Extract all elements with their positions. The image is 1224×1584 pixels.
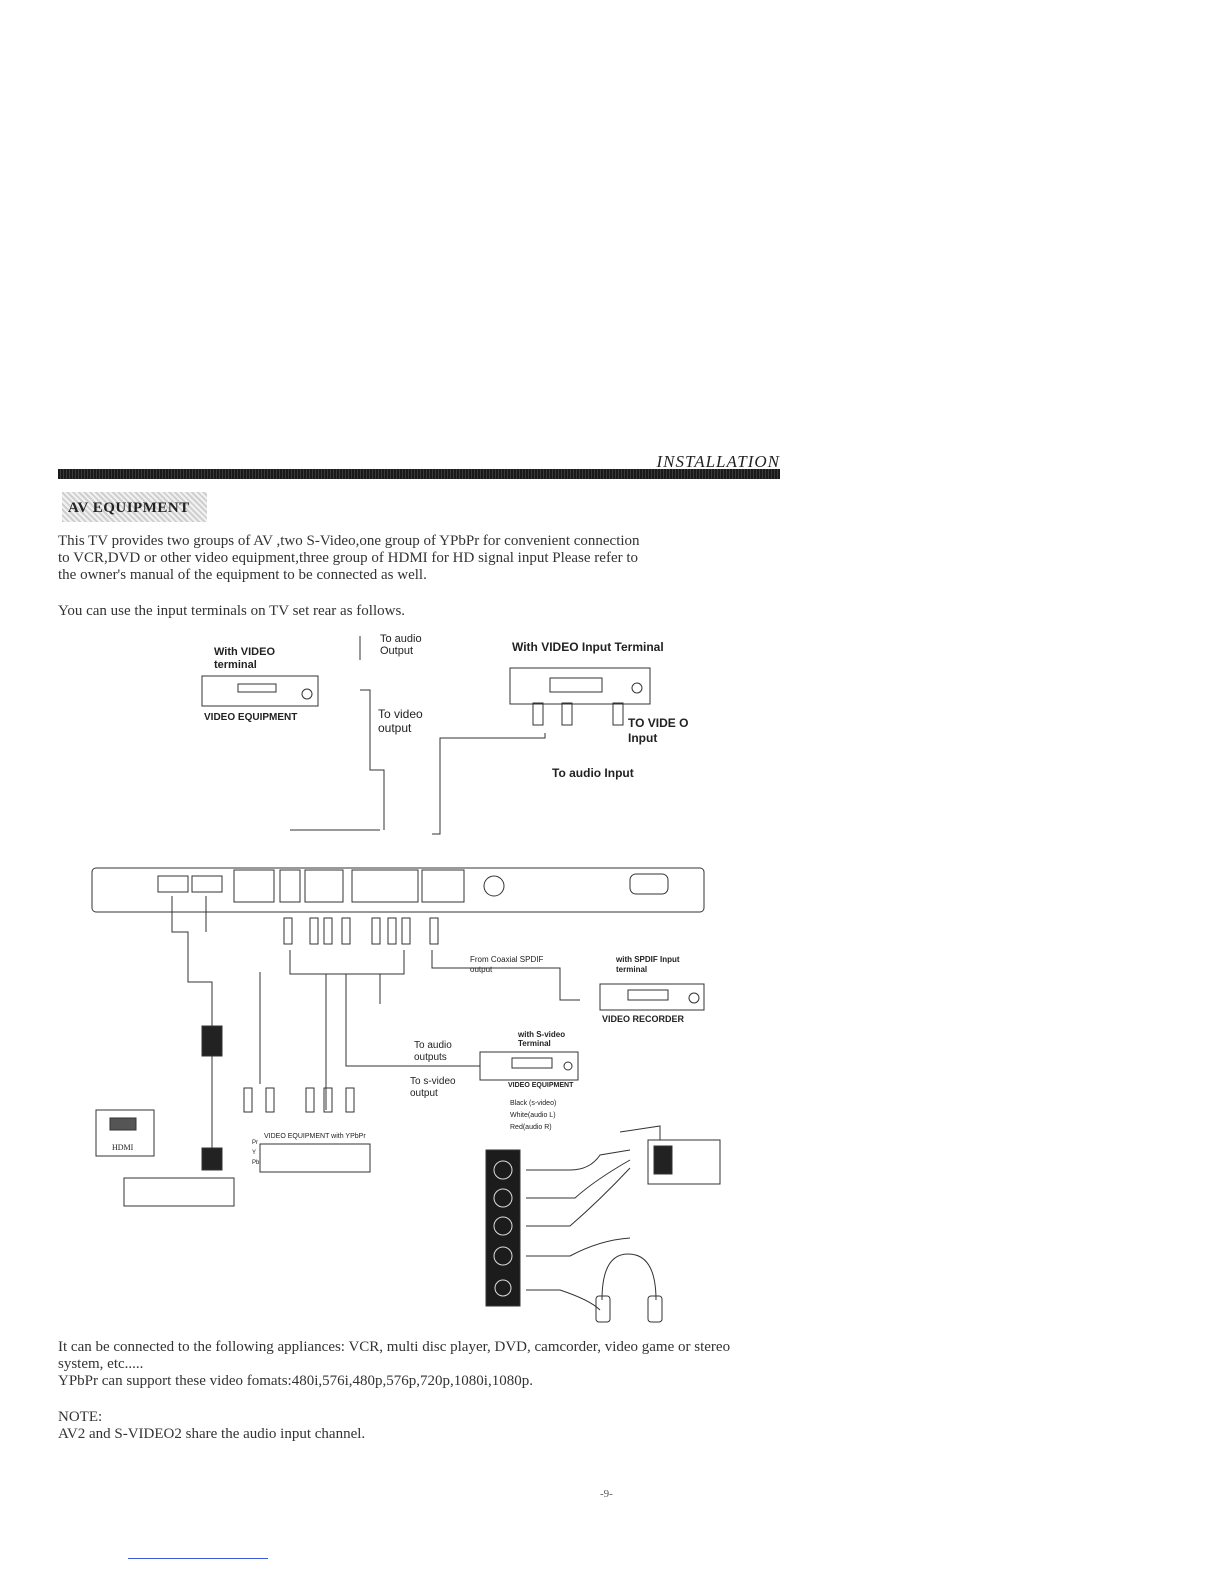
label-hdmi: HDMI: [112, 1143, 134, 1152]
label-with-spdif-input: with SPDIF Input terminal: [616, 955, 680, 974]
side-av-panel: [485, 1149, 521, 1307]
body-paragraph: It can be connected to the following app…: [58, 1339, 778, 1390]
label-to-audio-input: To audio Input: [552, 766, 634, 780]
hdmi-player-icon: [95, 1109, 235, 1207]
hdmi-cable: [171, 896, 213, 1150]
intro-line-3: the owner's manual of the equipment to b…: [58, 567, 427, 583]
ypbpr-equipment-icon: [259, 1143, 371, 1173]
label-with-video-terminal: With VIDEO terminal: [214, 646, 276, 671]
label-video-equipment-2: VIDEO EQUIPMENT: [508, 1082, 574, 1089]
note-title: NOTE:: [58, 1409, 103, 1425]
video-recorder-icon: [599, 983, 705, 1011]
body-line-3: YPbPr can support these video fomats:480…: [58, 1373, 533, 1389]
lead-text: You can use the input terminals on TV se…: [58, 603, 406, 619]
video-input-device-icon: [509, 667, 651, 705]
ypbpr-cables: [259, 950, 480, 1110]
headphones-icon: [595, 1253, 663, 1323]
camcorder-icon: [619, 1125, 721, 1185]
label-to-video-input: TO VIDE O Input: [628, 716, 689, 745]
camcorder-cables: [526, 1149, 631, 1227]
section-title: INSTALLATION: [656, 452, 780, 471]
body-line-1: It can be connected to the following app…: [58, 1339, 731, 1355]
label-to-svideo-output: To s-video output: [410, 1076, 456, 1099]
page-number: -9-: [600, 1488, 613, 1500]
legend-black: Black (s-video): [510, 1100, 557, 1107]
footer-line: [128, 1558, 268, 1559]
label-video-equipment: VIDEO EQUIPMENT: [204, 712, 298, 723]
body-line-2: system, etc.....: [58, 1356, 144, 1372]
intro-paragraph: This TV provides two groups of AV ,two S…: [58, 533, 778, 584]
av-cable-left: [359, 636, 385, 830]
legend: Black (s-video) White(audio L) Red(audio…: [510, 1098, 556, 1134]
note-text: AV2 and S-VIDEO2 share the audio input c…: [58, 1426, 366, 1442]
ypbpr-plugs: [243, 1087, 355, 1113]
svideo-equipment-icon: [479, 1051, 579, 1081]
intro-line-2: to VCR,DVD or other video equipment,thre…: [58, 550, 639, 566]
note: NOTE: AV2 and S-VIDEO2 share the audio i…: [58, 1409, 778, 1443]
label-with-video-input-terminal: With VIDEO Input Terminal: [512, 640, 664, 654]
hdmi-plug-bottom: [201, 1147, 223, 1171]
svideo-cable: [526, 1237, 631, 1257]
legend-white: White(audio L): [510, 1112, 556, 1119]
label-to-audio-output: To audio Output: [380, 633, 422, 657]
hdmi-plug-top: [201, 1025, 223, 1057]
av-cable-right: [432, 733, 546, 835]
label-from-coaxial-spdif: From Coaxial SPDIF output: [470, 955, 544, 974]
rca-plugs-top-right: [532, 702, 624, 726]
video-equipment-device-icon: [201, 675, 319, 707]
tv-rear-panel: [91, 867, 705, 913]
headphone-cable: [526, 1289, 601, 1311]
label-to-audio-outputs: To audio outputs: [414, 1040, 452, 1063]
intro-line-1: This TV provides two groups of AV ,two S…: [58, 533, 640, 549]
rear-connectors-bottom: [283, 917, 439, 945]
heading-background: [62, 492, 207, 522]
label-video-recorder: VIDEO RECORDER: [602, 1014, 685, 1024]
legend-red: Red(audio R): [510, 1124, 552, 1131]
label-to-video-output: To video output: [378, 707, 423, 735]
label-with-svideo-terminal: with S-video Terminal: [518, 1030, 566, 1048]
spdif-cable: [431, 950, 580, 1001]
label-ypbpr-equipment: VIDEO EQUIPMENT with YPbPr: [264, 1133, 366, 1140]
page-heading: AV EQUIPMENT: [68, 500, 190, 516]
header-rule: [58, 469, 780, 479]
ypbpr-keys: Pr Y Pb: [252, 1140, 260, 1166]
